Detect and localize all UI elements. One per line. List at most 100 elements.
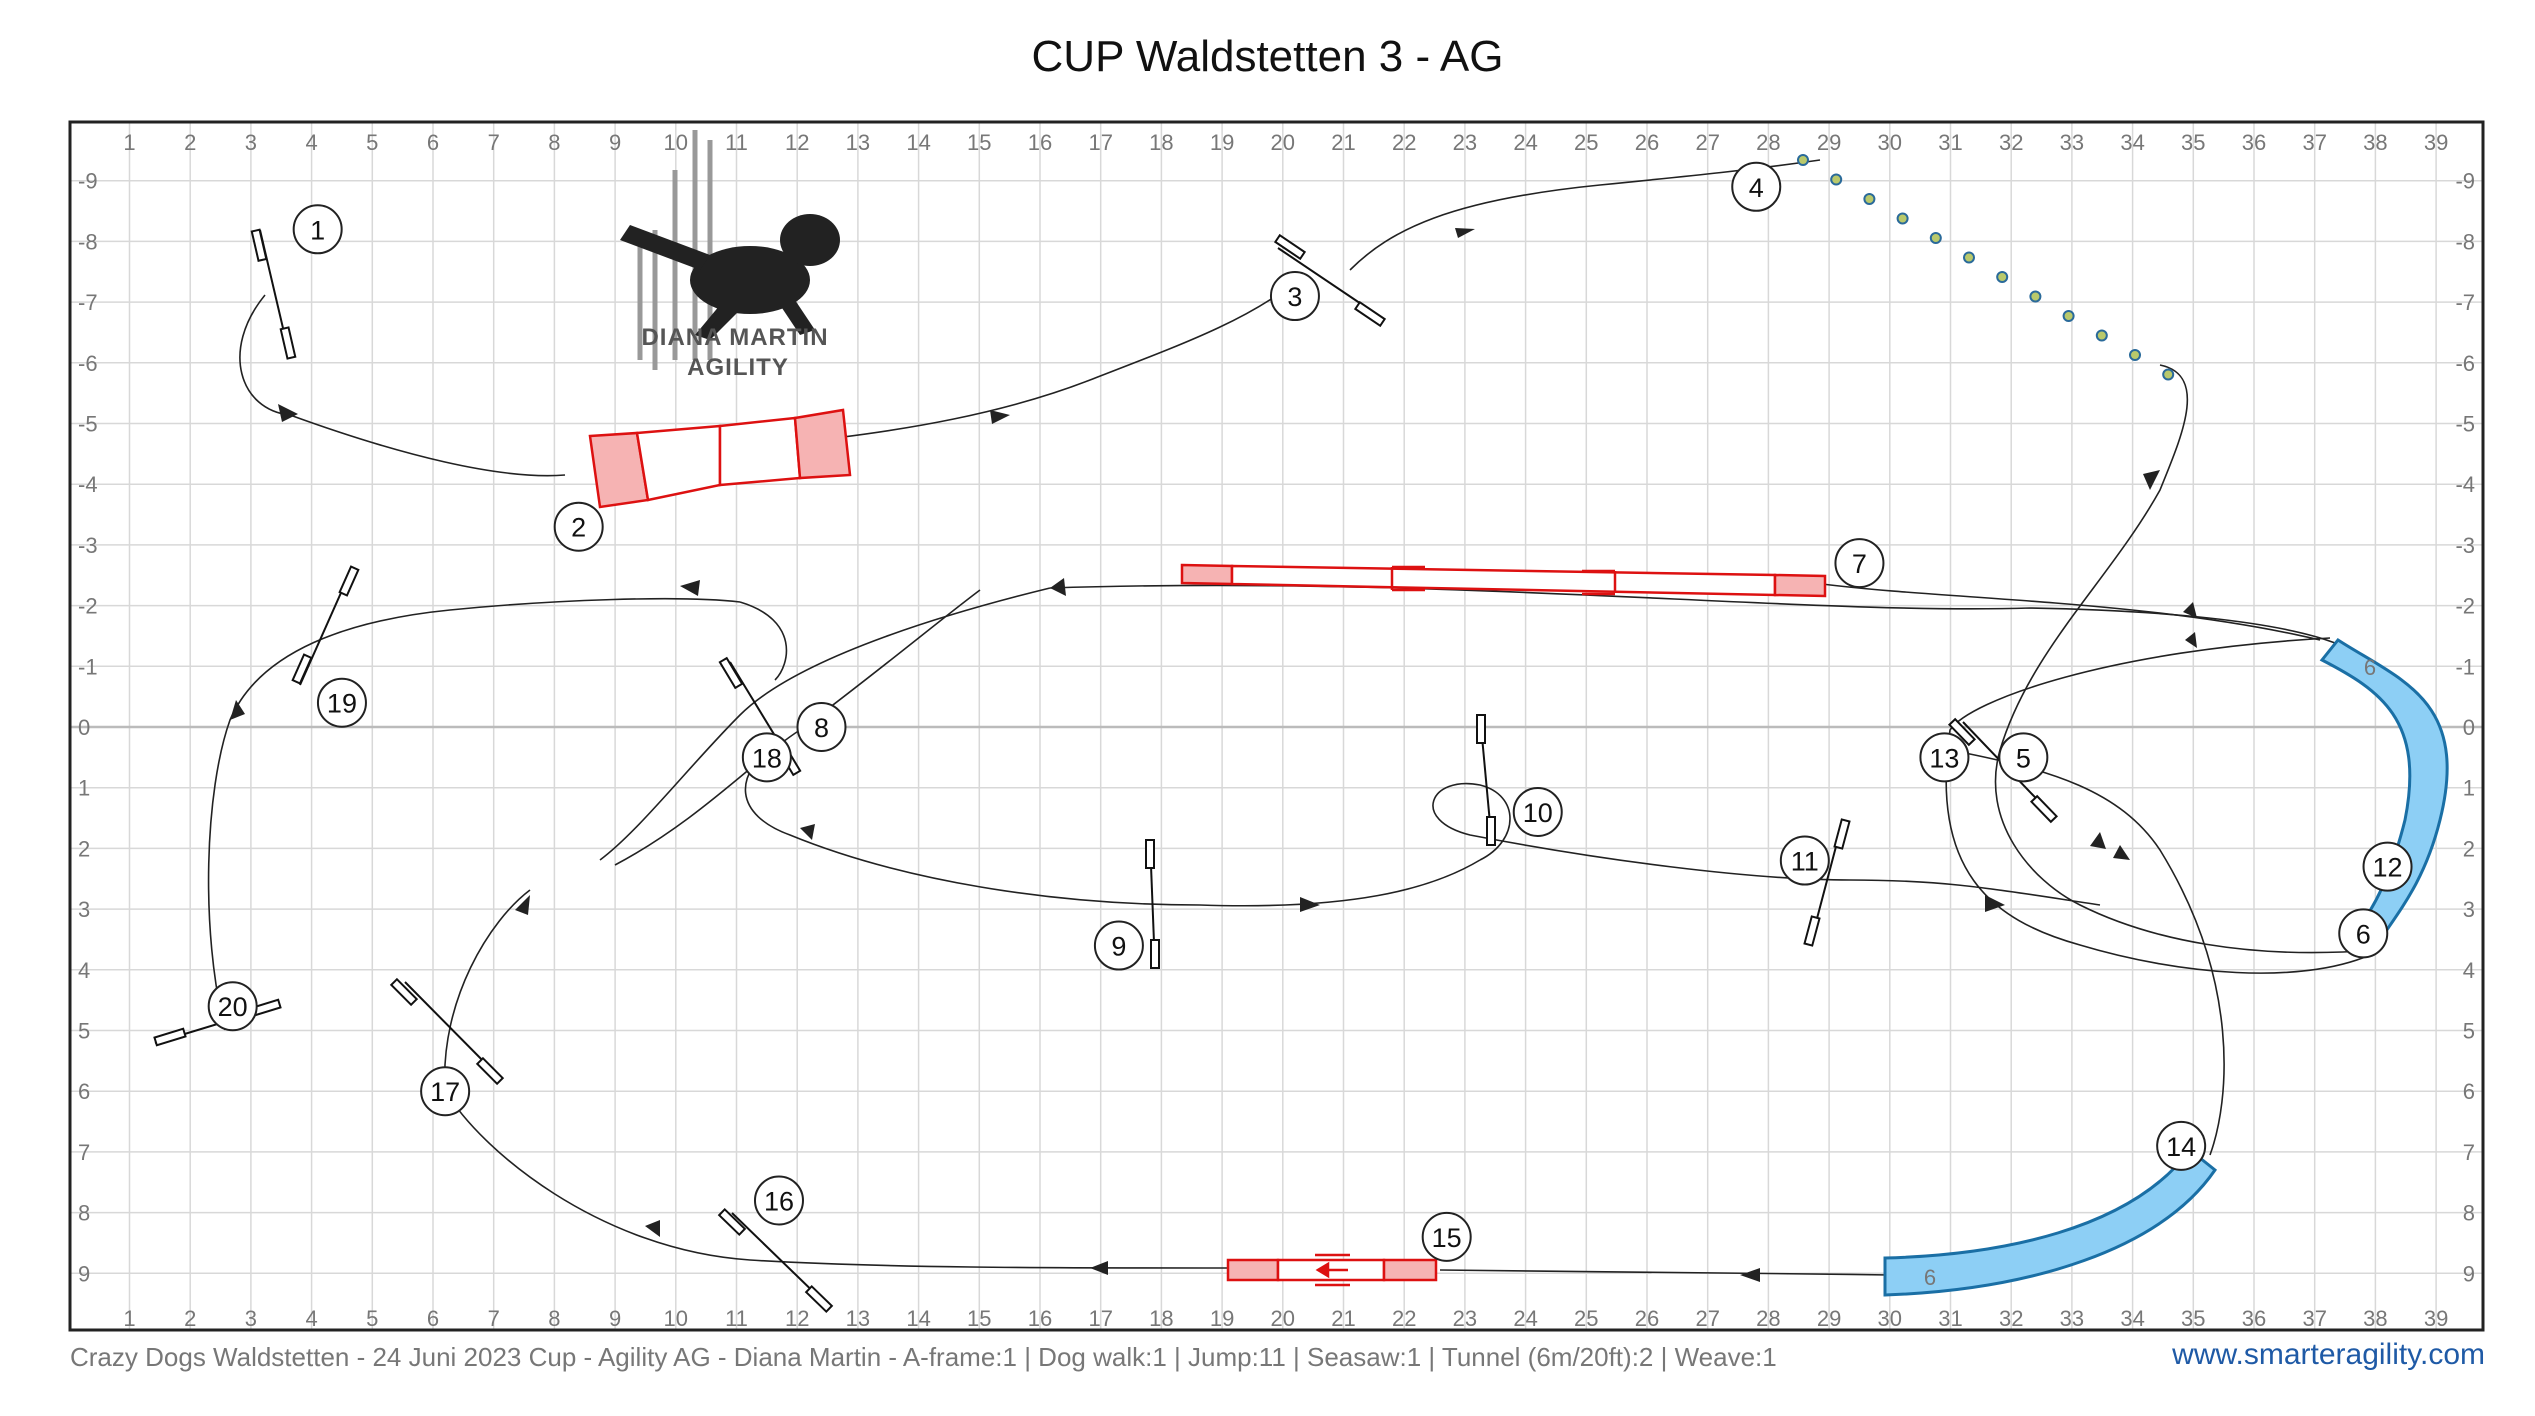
y-tick-label: 7: [78, 1140, 90, 1165]
course-frame: [68, 120, 2485, 1332]
weave-pole: [2062, 310, 2075, 322]
weave-pole: [1797, 154, 1809, 166]
jump-17: [389, 977, 505, 1086]
obstacle-number-17: 17: [420, 1066, 471, 1117]
x-tick-label: 25: [1574, 1306, 1598, 1331]
tunnel-bottom: [1883, 1147, 2218, 1297]
course-title: CUP Waldstetten 3 - AG: [1031, 32, 1504, 81]
svg-text:6: 6: [2356, 919, 2371, 949]
obstacle-number-7: 7: [1834, 538, 1885, 589]
x-tick-label: 36: [2242, 1306, 2266, 1331]
svg-text:9: 9: [1111, 932, 1126, 962]
y-tick-label: 1: [78, 776, 90, 801]
svg-text:10: 10: [1523, 798, 1553, 828]
logo-line1: DIANA MARTIN: [641, 324, 828, 351]
obstacle-number-9: 9: [1093, 920, 1144, 971]
x-tick-label: 2: [184, 130, 196, 155]
x-tick-label: 21: [1331, 130, 1355, 155]
y-tick-label: 4: [78, 958, 90, 983]
weave-pole: [1996, 271, 2009, 283]
x-tick-label: 38: [2363, 130, 2387, 155]
x-tick-label: 6: [427, 1306, 439, 1331]
x-tick-label: 5: [366, 130, 378, 155]
y-tick-label: -6: [2455, 351, 2475, 376]
weave-pole: [2129, 349, 2141, 361]
x-tick-label: 30: [1878, 1306, 1902, 1331]
x-tick-label: 19: [1210, 1306, 1234, 1331]
tunnel-right: [2319, 638, 2449, 943]
obstacle-number-5: 5: [1998, 732, 2049, 783]
x-tick-label: 26: [1635, 130, 1659, 155]
y-tick-label: -5: [2455, 412, 2475, 437]
y-tick-label: -6: [78, 351, 98, 376]
svg-text:13: 13: [1929, 743, 1959, 773]
y-tick-label: -1: [78, 654, 98, 679]
tunnel-right-label: 6: [2364, 655, 2376, 680]
x-tick-label: 6: [427, 130, 439, 155]
x-tick-label: 32: [1999, 1306, 2023, 1331]
y-tick-label: 4: [2463, 958, 2475, 983]
y-tick-label: 9: [2463, 1261, 2475, 1286]
obstacle-number-18: 18: [741, 732, 792, 783]
dog-icon: [620, 214, 840, 340]
tunnel-bottom-label: 6: [1924, 1265, 1936, 1290]
y-tick-label: -8: [2455, 229, 2475, 254]
weave-pole: [2095, 329, 2108, 342]
x-tick-label: 31: [1938, 1306, 1962, 1331]
y-tick-label: -7: [78, 290, 98, 315]
y-tick-label: -7: [2455, 290, 2475, 315]
x-tick-label: 24: [1513, 130, 1537, 155]
y-tick-label: -4: [78, 472, 98, 497]
svg-text:8: 8: [814, 713, 829, 743]
x-tick-label: 4: [305, 1306, 317, 1331]
obstacle-number-2: 2: [553, 501, 604, 552]
y-tick-label: 8: [78, 1201, 90, 1226]
jump-19: [291, 565, 360, 686]
dog-walk: [1180, 563, 1827, 598]
x-tick-label: 16: [1028, 130, 1052, 155]
x-tick-label: 28: [1756, 1306, 1780, 1331]
x-tick-label: 19: [1210, 130, 1234, 155]
y-tick-label: 3: [78, 897, 90, 922]
x-tick-label: 20: [1271, 130, 1295, 155]
jump-1: [250, 228, 297, 360]
x-tick-label: 15: [967, 1306, 991, 1331]
x-tick-label: 18: [1149, 1306, 1173, 1331]
svg-text:15: 15: [1432, 1223, 1462, 1253]
x-tick-label: 35: [2181, 130, 2205, 155]
obstacle-number-3: 3: [1269, 271, 1320, 322]
y-tick-label: 1: [2463, 776, 2475, 801]
x-tick-label: 25: [1574, 130, 1598, 155]
x-tick-label: 17: [1088, 1306, 1112, 1331]
y-tick-label: 9: [78, 1261, 90, 1286]
y-tick-label: 8: [2463, 1201, 2475, 1226]
x-tick-label: 15: [967, 130, 991, 155]
x-tick-label: 4: [305, 130, 317, 155]
x-tick-label: 31: [1938, 130, 1962, 155]
y-tick-label: -4: [2455, 472, 2475, 497]
svg-text:4: 4: [1749, 173, 1764, 203]
weave-pole: [1929, 232, 1942, 244]
x-tick-label: 8: [548, 1306, 560, 1331]
x-tick-label: 38: [2363, 1306, 2387, 1331]
x-tick-label: 9: [609, 130, 621, 155]
svg-text:18: 18: [752, 743, 782, 773]
svg-text:1: 1: [310, 215, 325, 245]
x-tick-label: 24: [1513, 1306, 1537, 1331]
svg-text:12: 12: [2373, 853, 2403, 883]
seesaw: [1226, 1253, 1438, 1287]
jumps: [153, 228, 2059, 1314]
website-link[interactable]: www.smarteragility.com: [2172, 1338, 2485, 1371]
obstacle-number-1: 1: [292, 204, 343, 255]
y-tick-label: -3: [2455, 533, 2475, 558]
x-tick-label: 13: [846, 1306, 870, 1331]
y-tick-label: 5: [2463, 1019, 2475, 1044]
x-tick-label: 35: [2181, 1306, 2205, 1331]
y-tick-label: 3: [2463, 897, 2475, 922]
x-tick-label: 18: [1149, 130, 1173, 155]
x-tick-label: 14: [906, 1306, 930, 1331]
svg-text:11: 11: [1791, 847, 1819, 877]
obstacle-number-20: 20: [207, 981, 258, 1032]
weave-pole: [1863, 193, 1876, 205]
